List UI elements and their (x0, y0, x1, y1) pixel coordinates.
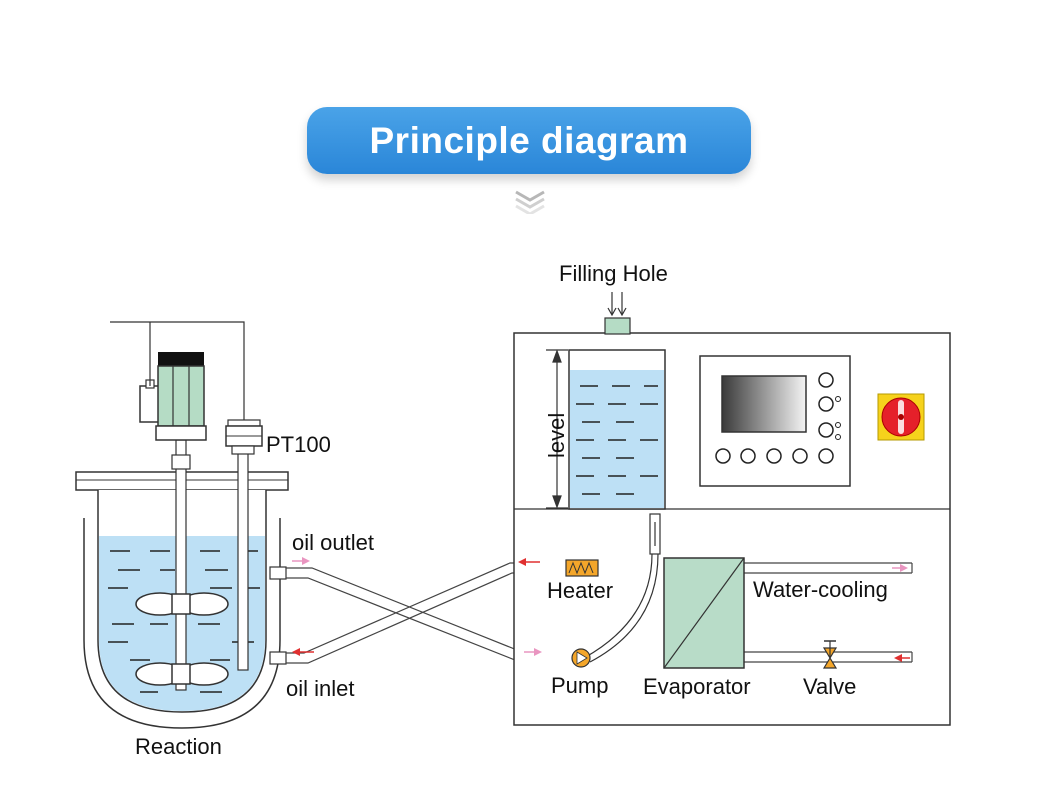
flow-arrows (292, 557, 910, 662)
label-level: level (544, 413, 569, 458)
label-heater: Heater (547, 578, 613, 603)
label-reaction: Reaction (135, 734, 222, 759)
label-pt100: PT100 (266, 432, 331, 457)
pump (571, 648, 591, 668)
arrow-left-icon (518, 558, 540, 566)
arrow-left-icon (894, 654, 910, 662)
chevron-down-icon (515, 190, 545, 214)
evaporator (663, 557, 745, 669)
label-valve: Valve (803, 674, 856, 699)
reactor-liquid-lines (108, 550, 260, 693)
rotary-switch-icon (877, 393, 925, 441)
arrow-right-icon (892, 564, 908, 572)
arrow-left-icon (292, 648, 314, 656)
panel-buttons (715, 372, 834, 464)
arrow-right-icon (292, 557, 310, 565)
chiller-unit (513, 292, 951, 726)
label-filling-hole: Filling Hole (559, 261, 668, 286)
label-oil-outlet: oil outlet (292, 530, 374, 555)
label-water-cooling: Water-cooling (753, 577, 888, 602)
arrow-right-icon (524, 648, 542, 656)
level-indicator (546, 349, 568, 509)
page-title: Principle diagram (369, 119, 689, 161)
display-screen (721, 375, 807, 433)
tank-outlet-tube (583, 513, 661, 663)
label-oil-inlet: oil inlet (286, 676, 354, 701)
reactor (75, 439, 289, 729)
label-evaporator: Evaporator (643, 674, 751, 699)
valve (822, 640, 838, 669)
filling-arrows (607, 292, 627, 317)
tank-liquid-lines (576, 385, 658, 495)
label-pump: Pump (551, 673, 608, 698)
control-wiring (110, 321, 245, 420)
panel-led-dots (835, 396, 841, 440)
title-banner: Principle diagram (307, 107, 751, 174)
heater (565, 559, 599, 577)
pt100-sensor (225, 419, 263, 455)
